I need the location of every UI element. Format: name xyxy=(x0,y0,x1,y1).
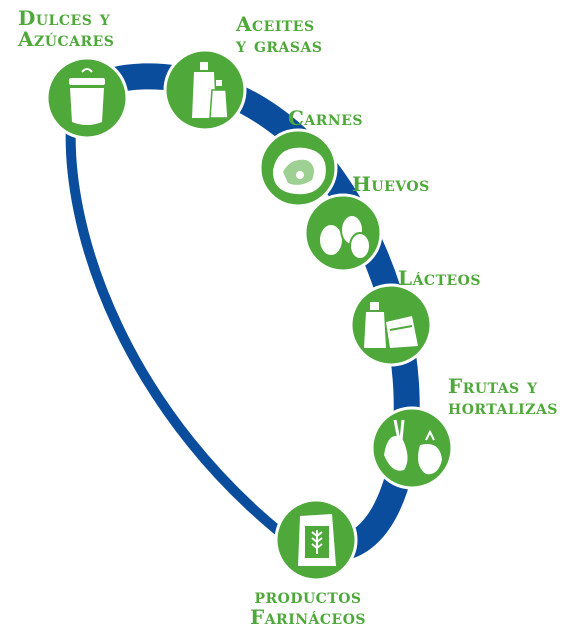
label-frutas-line1: Frutas y xyxy=(448,374,538,398)
label-aceites-line2: y grasas xyxy=(236,33,323,57)
label-frutas-line2: hortalizas xyxy=(448,395,558,419)
label-farinaceos: productos Farináceos xyxy=(250,586,366,628)
label-dulces-line1: Dulces y xyxy=(18,6,111,30)
meat-icon xyxy=(272,147,326,195)
node-carnes[interactable] xyxy=(258,128,338,208)
jar-icon xyxy=(69,68,105,125)
node-lacteos[interactable] xyxy=(349,283,433,367)
label-farinaceos-line2: Farináceos xyxy=(250,605,367,629)
label-dulces: Dulces y Azúcares xyxy=(18,8,114,50)
fruits-vegetables-icon xyxy=(384,419,442,475)
label-frutas: Frutas y hortalizas xyxy=(448,376,558,418)
label-dulces-line2: Azúcares xyxy=(18,27,115,51)
label-carnes: Carnes xyxy=(288,108,363,129)
oil-bottles-icon xyxy=(192,62,229,119)
ring-left-stroke xyxy=(65,105,305,553)
label-farinaceos-line1: productos xyxy=(254,584,362,608)
node-farinaceos[interactable] xyxy=(274,498,358,582)
label-aceites: Aceites y grasas xyxy=(236,14,323,56)
flour-bag-icon xyxy=(298,514,336,566)
dairy-icon xyxy=(364,302,418,348)
node-huevos[interactable] xyxy=(303,193,383,273)
label-huevos: Huevos xyxy=(352,174,430,195)
node-aceites[interactable] xyxy=(163,48,247,132)
label-huevos-line1: Huevos xyxy=(352,172,430,196)
label-aceites-line1: Aceites xyxy=(236,12,315,36)
node-dulces[interactable] xyxy=(45,56,129,140)
node-frutas[interactable] xyxy=(370,406,454,490)
label-lacteos-line1: Lácteos xyxy=(398,266,481,290)
label-lacteos: Lácteos xyxy=(398,268,481,289)
eggs-icon xyxy=(318,214,371,260)
label-carnes-line1: Carnes xyxy=(288,106,363,130)
